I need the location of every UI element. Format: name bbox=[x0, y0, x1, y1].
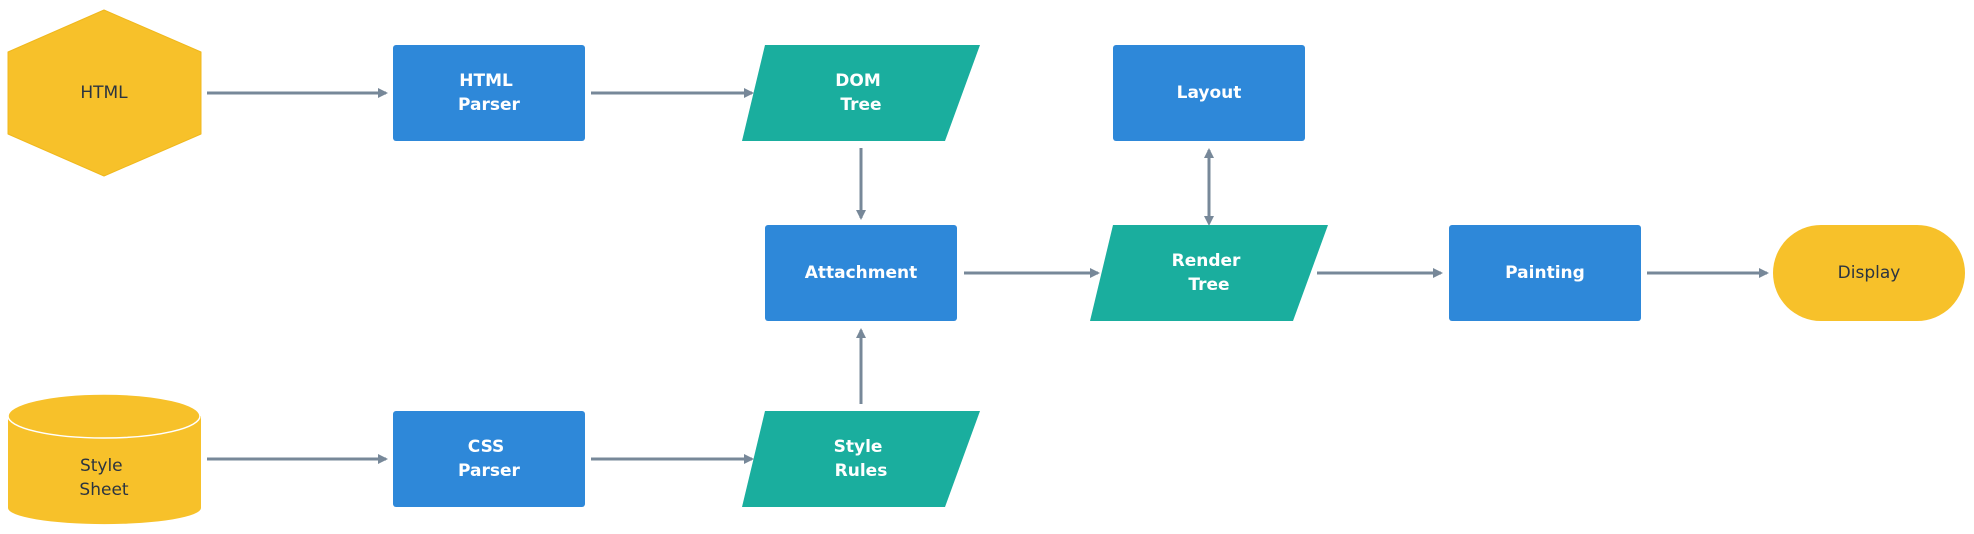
node-painting-label: Painting bbox=[1505, 263, 1585, 283]
layout-box bbox=[1113, 45, 1305, 141]
node-html-label: HTML bbox=[80, 83, 128, 103]
node-render-tree-label: Render Tree bbox=[1172, 251, 1247, 295]
node-style-rules-label: Style Rules bbox=[834, 437, 889, 481]
node-render-tree: Render Tree bbox=[1090, 225, 1328, 321]
node-css-parser: CSS Parser bbox=[393, 411, 585, 507]
node-html-parser-label: HTML Parser bbox=[458, 71, 521, 115]
node-layout: Layout bbox=[1113, 45, 1305, 141]
node-display: Display bbox=[1773, 225, 1965, 321]
display-terminator-shape bbox=[1773, 225, 1965, 321]
node-painting: Painting bbox=[1449, 225, 1641, 321]
dom-tree-parallelogram bbox=[742, 45, 980, 141]
nodes: HTML HTML Parser DOM Tree Layout bbox=[7, 9, 1965, 525]
node-attachment-label: Attachment bbox=[805, 263, 918, 283]
connectors bbox=[207, 88, 1769, 464]
render-tree-parallelogram bbox=[1090, 225, 1328, 321]
css-parser-box bbox=[393, 411, 585, 507]
node-dom-tree: DOM Tree bbox=[742, 45, 980, 141]
node-style-sheet-label: Style Sheet bbox=[79, 456, 128, 500]
node-style-sheet: Style Sheet bbox=[7, 393, 201, 525]
style-rules-parallelogram bbox=[742, 411, 980, 507]
node-attachment: Attachment bbox=[765, 225, 957, 321]
attachment-box bbox=[765, 225, 957, 321]
html-parser-box bbox=[393, 45, 585, 141]
node-style-rules: Style Rules bbox=[742, 411, 980, 507]
node-dom-tree-label: DOM Tree bbox=[835, 71, 886, 115]
style-sheet-cylinder-body bbox=[8, 416, 201, 525]
node-display-label: Display bbox=[1838, 263, 1901, 283]
html-hexagon-shape bbox=[7, 9, 202, 177]
node-css-parser-label: CSS Parser bbox=[458, 437, 521, 481]
painting-box bbox=[1449, 225, 1641, 321]
node-html: HTML bbox=[7, 9, 202, 177]
node-html-parser: HTML Parser bbox=[393, 45, 585, 141]
style-sheet-cylinder-top bbox=[7, 393, 201, 439]
node-layout-label: Layout bbox=[1177, 83, 1242, 103]
